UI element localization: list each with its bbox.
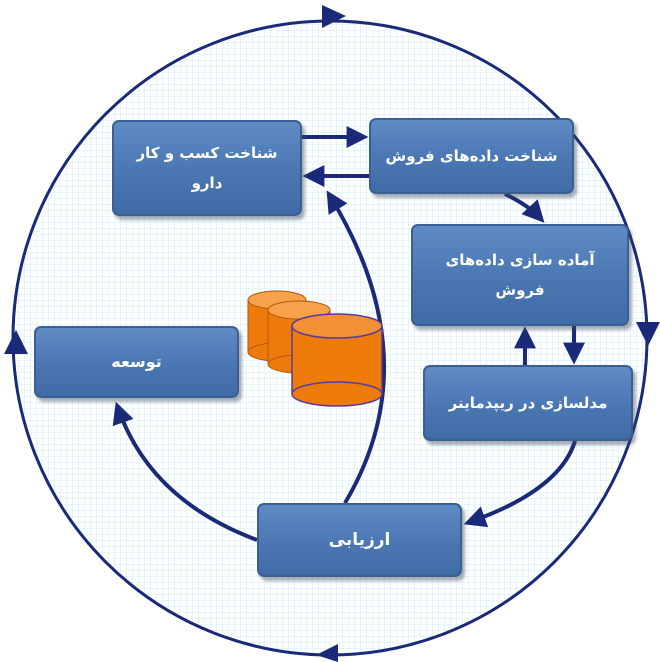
step-business-understanding-line-2: دارو: [191, 174, 223, 192]
step-deployment-label: توسعه: [111, 352, 162, 371]
outer-arrowhead-right: [636, 322, 660, 346]
arrow-evaluation-to-business: [326, 190, 387, 505]
step-business-understanding-line-1: شناخت کسب و کار: [136, 144, 278, 162]
outer-arrowhead-bottom: [316, 644, 338, 662]
arrow-modeling-to-evaluation: [463, 440, 577, 528]
arrow-evaluation-to-deployment: [112, 401, 258, 542]
step-modeling-label: مدلسازی در ریپدماینر: [448, 394, 608, 412]
step-sales-data-understanding: شناخت داده‌های فروش: [369, 118, 574, 194]
step-data-preparation: آماده سازی داده‌های فروش: [411, 224, 629, 326]
cylinder-front: [291, 313, 383, 407]
step-sales-data-understanding-label: شناخت داده‌های فروش: [385, 147, 558, 165]
step-data-preparation-line-1: آماده سازی داده‌های: [445, 251, 595, 269]
step-business-understanding: شناخت کسب و کار دارو: [112, 120, 302, 216]
step-data-preparation-line-2: فروش: [495, 281, 545, 299]
outer-arrowhead-left: [4, 330, 28, 354]
step-evaluation: ارزیابی: [257, 503, 462, 577]
step-deployment: توسعه: [34, 326, 239, 398]
step-evaluation-label: ارزیابی: [328, 530, 391, 550]
step-modeling: مدلسازی در ریپدماینر: [423, 365, 633, 441]
database-cylinders-icon: [247, 290, 383, 407]
outer-arrowhead-top: [322, 5, 346, 28]
arrow-sales-to-preparation: [504, 192, 545, 223]
